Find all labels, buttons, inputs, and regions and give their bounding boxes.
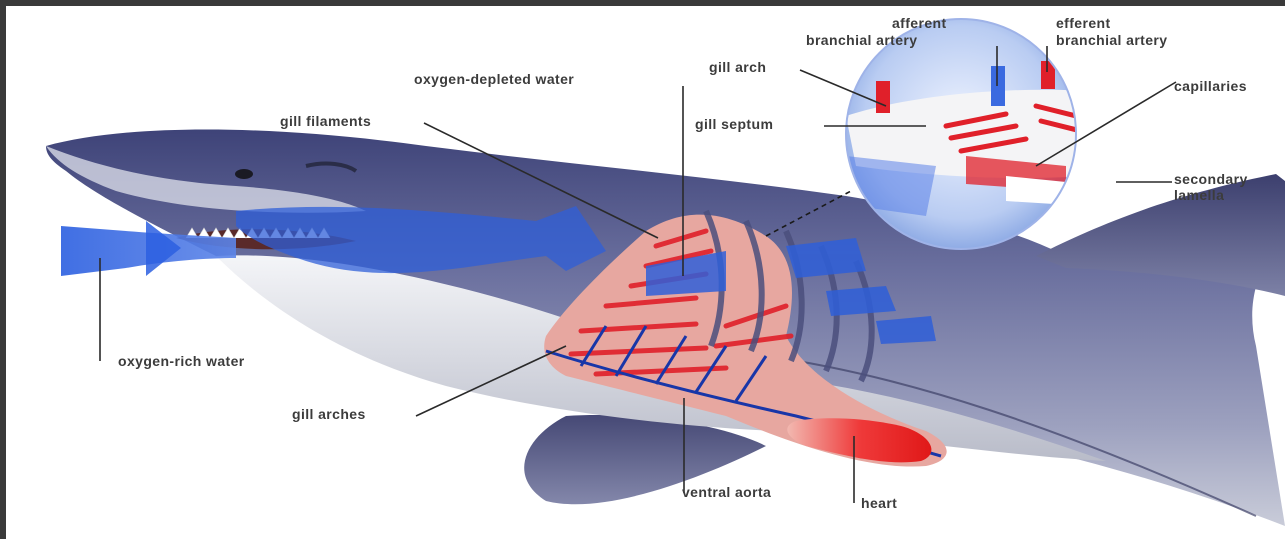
label-oxygen-rich-water: oxygen-rich water (118, 353, 245, 369)
shark-eye (235, 169, 253, 179)
label-gill-septum: gill septum (695, 116, 773, 132)
label-ventral-aorta: ventral aorta (682, 484, 771, 500)
label-secondary-lamella-line1: secondary (1174, 171, 1248, 187)
label-oxygen-depleted-water: oxygen-depleted water (414, 71, 574, 87)
label-secondary-lamella-line2: lamella (1174, 187, 1224, 203)
label-efferent-artery-line1: efferent (1056, 15, 1111, 31)
label-capillaries: capillaries (1174, 78, 1247, 94)
shark-gill-diagram: afferent branchial artery efferent branc… (6, 6, 1285, 539)
label-afferent-artery-line2: branchial artery (806, 32, 917, 48)
label-afferent-artery-line1: afferent (892, 15, 947, 31)
label-efferent-artery-line2: branchial artery (1056, 32, 1167, 48)
inset-detail (846, 19, 1086, 249)
diagram-canvas: afferent branchial artery efferent branc… (6, 6, 1285, 539)
label-gill-arches: gill arches (292, 406, 366, 422)
label-gill-arch: gill arch (709, 59, 766, 75)
label-gill-filaments: gill filaments (280, 113, 371, 129)
label-heart: heart (861, 495, 897, 511)
